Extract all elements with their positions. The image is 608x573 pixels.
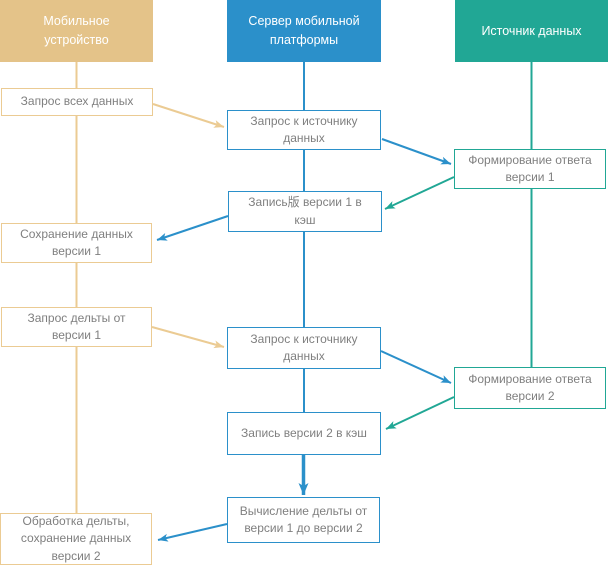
- step-form-response-v2: Формирование ответа версии 2: [454, 367, 606, 409]
- arrow-server-request-to-source-1: [381, 138, 452, 165]
- lane-header-server: Сервер мобильной платформы: [227, 0, 381, 62]
- arrow-request-all-data-to-server: [152, 103, 225, 128]
- step-form-response-v1: Формирование ответа версии 1: [454, 149, 606, 189]
- arrow-cache-v1-to-device: [156, 215, 229, 241]
- lane-header-data-source: Источник данных: [455, 0, 608, 62]
- step-request-all-data: Запрос всех данных: [1, 88, 153, 116]
- arrow-server-request-to-source-2: [380, 350, 452, 384]
- step-request-delta-from-v1: Запрос дельты от версии 1: [1, 307, 152, 347]
- step-request-to-data-source-1: Запрос к источнику данных: [227, 110, 381, 150]
- step-request-to-data-source-2: Запрос к источнику данных: [227, 327, 381, 369]
- arrow-delta-to-device: [157, 523, 228, 542]
- step-save-data-v1: Сохранение данных версии 1: [1, 223, 152, 263]
- lane-header-mobile-device: Мобильное устройство: [0, 0, 153, 62]
- arrow-response-v2-to-cache: [385, 396, 455, 430]
- step-process-delta-save-v2: Обработка дельты, сохранение данных верс…: [0, 513, 152, 565]
- arrow-response-v1-to-cache: [384, 176, 455, 210]
- step-compute-delta-v1-v2: Вычисление дельты от версии 1 до версии …: [227, 497, 380, 543]
- step-write-v1-to-cache: Запись版 версии 1 в кэш: [228, 191, 382, 232]
- step-write-v2-to-cache: Запись версии 2 в кэш: [227, 412, 381, 455]
- arrow-delta-request-to-server: [151, 326, 225, 349]
